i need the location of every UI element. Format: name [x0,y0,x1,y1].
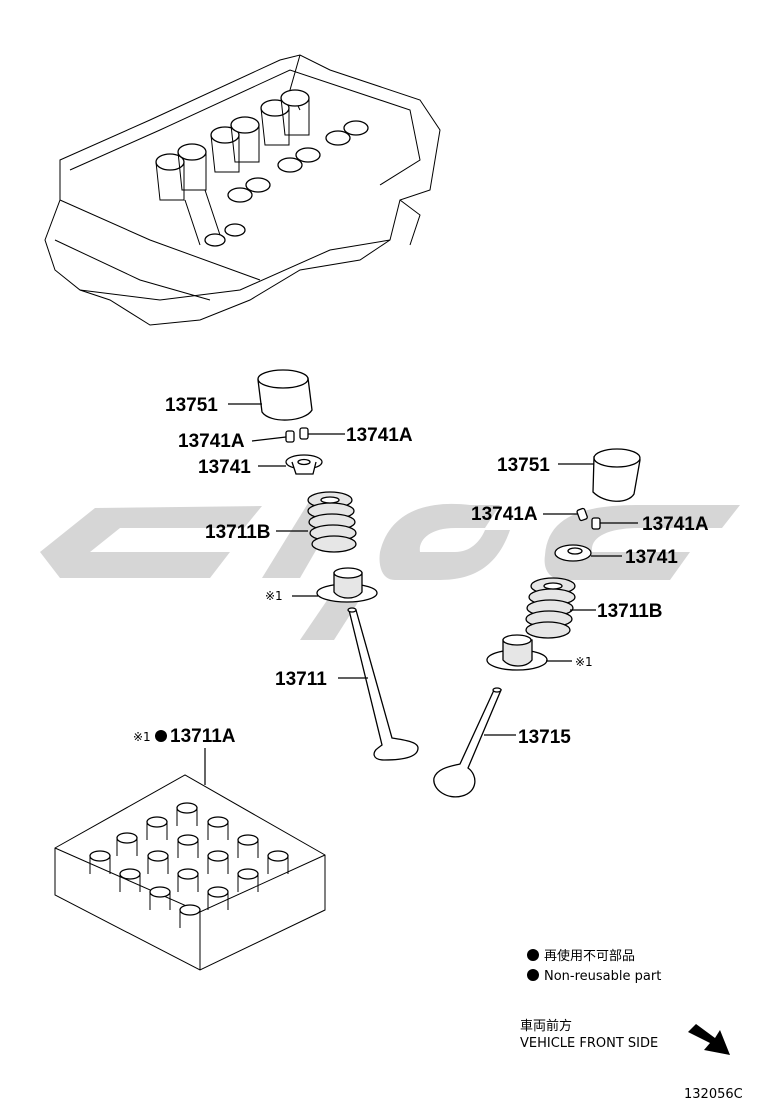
exhaust-valve[interactable] [433,687,502,798]
left-retainer[interactable] [285,454,323,475]
label-exhaust-valve: 13715 [518,727,571,748]
front-arrow-icon [688,1024,730,1055]
left-lifter[interactable] [257,369,313,421]
left-valve-stack: 13751 13741A 13741A 13741 13711B [165,369,419,761]
legend-dot-icon-en [527,969,539,981]
right-keepers[interactable] [576,507,601,530]
label-right-retainer: 13741 [625,547,678,568]
label-intake-valve: 13711 [275,669,327,690]
intake-valve[interactable] [347,607,419,761]
head-valve-springs [155,89,369,247]
seal-kit[interactable]: ※1 13711A [54,726,326,971]
right-spring[interactable] [525,577,576,639]
cylinder-head-illustration [44,54,441,326]
label-left-seal-mark: ※1 [265,589,283,603]
legend: 再使用不可部品 Non-reusable part [527,948,661,984]
right-retainer[interactable] [554,544,592,562]
left-valve-seal[interactable] [316,567,378,603]
left-spring[interactable] [307,491,357,553]
legend-jp: 再使用不可部品 [544,948,635,964]
label-left-spring: 13711B [205,522,271,543]
direction-indicator: 車両前方 VEHICLE FRONT SIDE [520,1018,730,1055]
label-left-keeper-a: 13741A [178,431,245,452]
label-left-retainer: 13741 [198,457,251,478]
label-seal-kit-part: 13711A [170,726,236,747]
label-right-keeper-a: 13741A [471,504,538,525]
left-keepers[interactable] [285,427,309,443]
label-left-lifter: 13751 [165,395,218,416]
label-right-keeper-b: 13741A [642,514,709,535]
label-right-spring: 13711B [597,601,663,622]
non-reusable-dot-icon [155,730,167,742]
label-left-keeper-b: 13741A [346,425,413,446]
direction-en: VEHICLE FRONT SIDE [520,1036,658,1051]
watermark-logo [40,500,740,640]
right-valve-seal[interactable] [486,634,548,671]
direction-jp: 車両前方 [520,1018,572,1034]
right-valve-stack: 13751 13741A 13741A 13741 13711B [433,448,709,798]
right-lifter[interactable] [592,448,641,502]
legend-dot-icon-jp [527,949,539,961]
seal-kit-seals [89,802,289,928]
label-right-seal-mark: ※1 [575,655,593,669]
diagram-code: 132056C [684,1087,743,1102]
label-right-lifter: 13751 [497,455,550,476]
label-seal-kit-mark: ※1 [133,730,151,744]
legend-en: Non-reusable part [544,969,661,984]
